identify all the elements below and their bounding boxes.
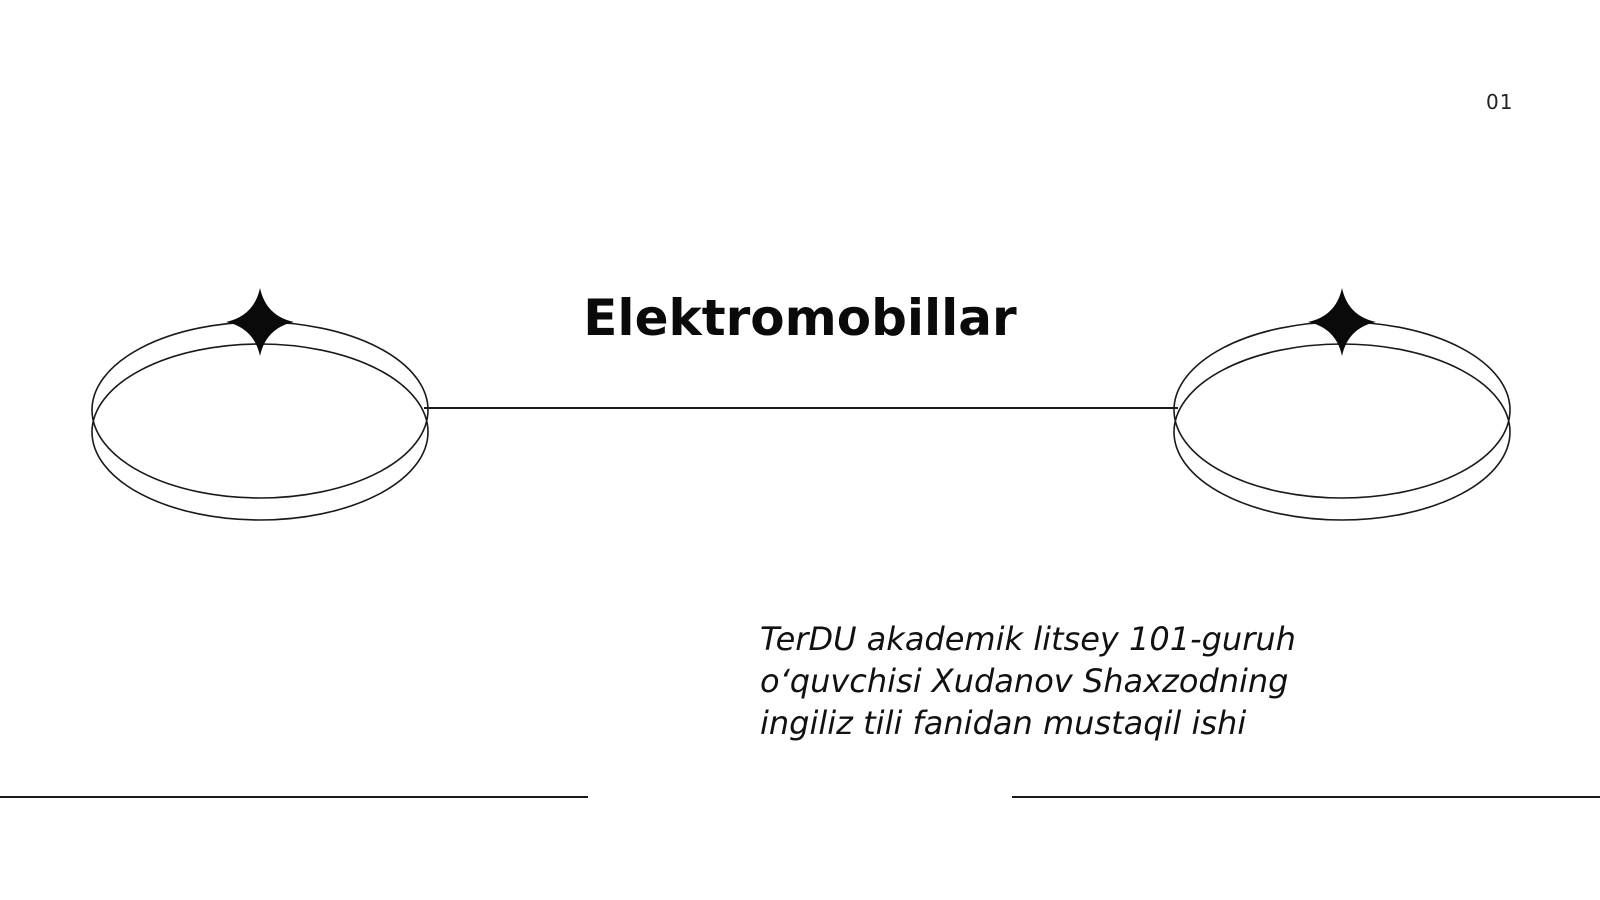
subtitle-line: TerDU akademik litsey 101-guruh bbox=[760, 620, 1296, 658]
subtitle-line: o‘quvchisi Xudanov Shaxzodning bbox=[760, 662, 1289, 700]
slide-title: Elektromobillar bbox=[583, 289, 1017, 347]
subtitle-line: ingiliz tili fanidan mustaqil ishi bbox=[760, 704, 1247, 742]
page-number: 01 bbox=[1486, 90, 1514, 114]
slide-subtitle: TerDU akademik litsey 101-guruh o‘quvchi… bbox=[760, 618, 1360, 744]
left-star-icon bbox=[226, 288, 294, 356]
right-star-icon bbox=[1308, 288, 1376, 356]
